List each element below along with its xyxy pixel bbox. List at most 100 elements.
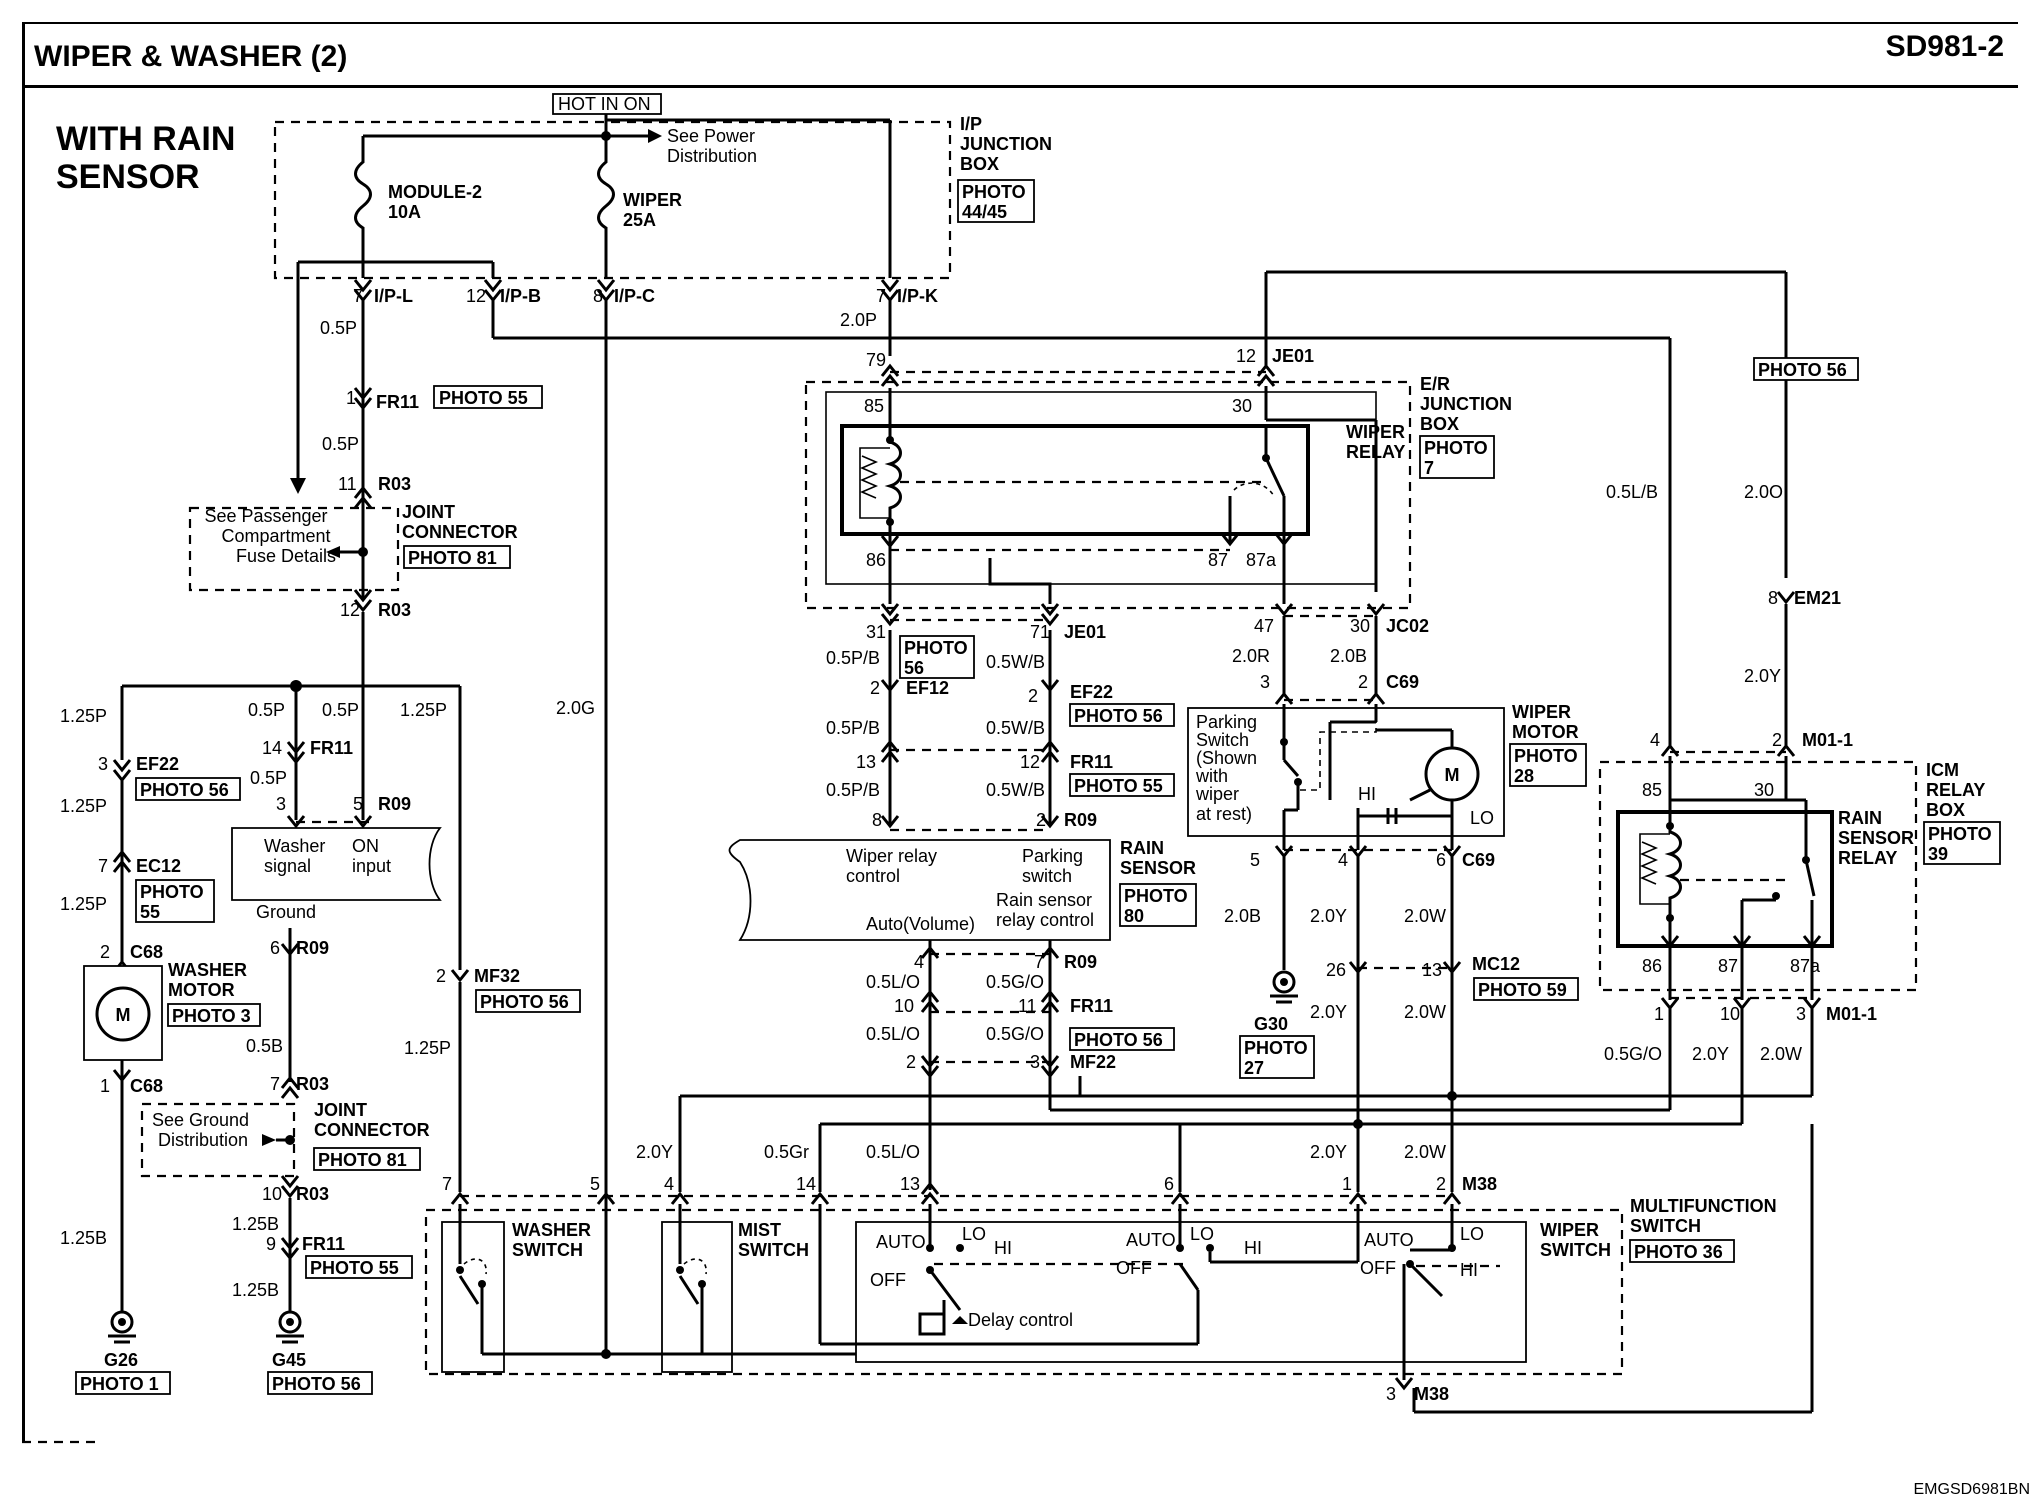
- svg-text:PHOTO: PHOTO: [1424, 438, 1488, 458]
- svg-text:7: 7: [1424, 458, 1434, 478]
- svg-text:12: 12: [1236, 346, 1256, 366]
- svg-text:Switch: Switch: [1196, 730, 1249, 750]
- fuse-module2-icon: [354, 152, 372, 238]
- svg-text:R03: R03: [378, 474, 411, 494]
- svg-text:0.5P: 0.5P: [320, 318, 357, 338]
- svg-text:RELAY: RELAY: [1838, 848, 1897, 868]
- ip-junction-box: HOT IN ON See Power Distribution MODULE-…: [273, 93, 1052, 494]
- fuse-wiper-icon: [597, 152, 615, 238]
- svg-text:27: 27: [1244, 1058, 1264, 1078]
- svg-text:0.5P: 0.5P: [322, 700, 359, 720]
- svg-text:MODULE-2: MODULE-2: [388, 182, 482, 202]
- svg-text:input: input: [352, 856, 391, 876]
- svg-text:I/P: I/P: [960, 114, 982, 134]
- svg-text:MF22: MF22: [1070, 1052, 1116, 1072]
- svg-text:WIPER: WIPER: [1346, 422, 1405, 442]
- svg-text:87a: 87a: [1790, 956, 1821, 976]
- svg-text:85: 85: [1642, 780, 1662, 800]
- svg-text:See Ground: See Ground: [152, 1110, 249, 1130]
- svg-text:3: 3: [98, 754, 108, 774]
- svg-text:JOINT: JOINT: [402, 502, 455, 522]
- svg-text:7: 7: [1034, 952, 1044, 972]
- svg-text:1: 1: [1342, 1174, 1352, 1194]
- svg-text:See Passenger: See Passenger: [204, 506, 327, 526]
- svg-text:1.25P: 1.25P: [400, 700, 447, 720]
- svg-text:See Power: See Power: [667, 126, 755, 146]
- svg-text:BOX: BOX: [1926, 800, 1965, 820]
- svg-text:0.5L/O: 0.5L/O: [866, 1024, 920, 1044]
- relay-to-rain-sensor: 31 71 JE01 PHOTO 56 0.5P/B 0.5W/B 2 EF12…: [826, 558, 1175, 832]
- svg-text:C68: C68: [130, 1076, 163, 1096]
- svg-text:C69: C69: [1462, 850, 1495, 870]
- svg-text:0.5W/B: 0.5W/B: [986, 718, 1045, 738]
- svg-text:MC12: MC12: [1472, 954, 1520, 974]
- svg-text:BOX: BOX: [1420, 414, 1459, 434]
- svg-text:12: 12: [340, 600, 360, 620]
- svg-text:R03: R03: [296, 1074, 329, 1094]
- svg-text:ICM: ICM: [1926, 760, 1959, 780]
- svg-text:WIPER: WIPER: [1512, 702, 1571, 722]
- delay-control-icon: [918, 1300, 946, 1336]
- subtitle-line-2: SENSOR: [56, 158, 200, 196]
- svg-text:OFF: OFF: [1116, 1258, 1152, 1278]
- svg-text:C69: C69: [1386, 672, 1419, 692]
- svg-text:R09: R09: [1064, 952, 1097, 972]
- svg-text:AUTO: AUTO: [1126, 1230, 1176, 1250]
- svg-text:0.5P: 0.5P: [250, 768, 287, 788]
- svg-text:1: 1: [1654, 1004, 1664, 1024]
- svg-text:EC12: EC12: [136, 856, 181, 876]
- svg-text:CONNECTOR: CONNECTOR: [402, 522, 518, 542]
- svg-text:3: 3: [1030, 1052, 1040, 1072]
- svg-text:MF32: MF32: [474, 966, 520, 986]
- svg-text:PHOTO 81: PHOTO 81: [408, 548, 497, 568]
- svg-text:1.25P: 1.25P: [404, 1038, 451, 1058]
- svg-text:1: 1: [346, 388, 356, 408]
- svg-text:LO: LO: [1460, 1224, 1484, 1244]
- svg-text:I/P-K: I/P-K: [897, 286, 938, 306]
- svg-text:JOINT: JOINT: [314, 1100, 367, 1120]
- switch-feed-lines: 2.0Y 0.5Gr 0.5L/O 2.0Y 2.0W: [636, 1076, 1814, 1414]
- svg-text:PHOTO 59: PHOTO 59: [1478, 980, 1567, 1000]
- icm-relay-box: PHOTO 56 PHOTO 56 8 EM21 2.0Y 4 2 M01-1 …: [1598, 357, 2001, 1064]
- svg-text:C68: C68: [130, 942, 163, 962]
- svg-text:WASHER: WASHER: [512, 1220, 591, 1240]
- svg-text:JUNCTION: JUNCTION: [1420, 394, 1512, 414]
- svg-text:PHOTO 55: PHOTO 55: [439, 388, 528, 408]
- svg-text:6: 6: [1436, 850, 1446, 870]
- svg-text:OFF: OFF: [870, 1270, 906, 1290]
- svg-text:30: 30: [1232, 396, 1252, 416]
- svg-text:2.0Y: 2.0Y: [1744, 666, 1781, 686]
- svg-text:JC02: JC02: [1386, 616, 1429, 636]
- svg-text:Washer: Washer: [264, 836, 325, 856]
- svg-text:FR11: FR11: [1070, 996, 1113, 1016]
- svg-text:with: with: [1195, 766, 1228, 786]
- svg-text:PHOTO 56: PHOTO 56: [1074, 706, 1163, 726]
- washer-switch-feed: 2 MF32 PHOTO 56 1.25P 2.0G: [404, 300, 608, 1354]
- svg-text:13: 13: [856, 752, 876, 772]
- svg-text:Auto(Volume): Auto(Volume): [866, 914, 975, 934]
- svg-text:0.5G/O: 0.5G/O: [986, 972, 1044, 992]
- svg-text:2: 2: [1036, 810, 1046, 830]
- rain-sensor: Wiper relay control Parking switch Auto(…: [728, 838, 1197, 941]
- svg-text:6: 6: [270, 938, 280, 958]
- svg-text:0.5W/B: 0.5W/B: [986, 652, 1045, 672]
- svg-text:PHOTO 56: PHOTO 56: [272, 1374, 361, 1394]
- svg-text:3: 3: [276, 794, 286, 814]
- svg-text:47: 47: [1254, 616, 1274, 636]
- svg-text:1.25P: 1.25P: [60, 894, 107, 914]
- svg-text:SWITCH: SWITCH: [512, 1240, 583, 1260]
- svg-text:LO: LO: [1190, 1224, 1214, 1244]
- svg-text:Delay control: Delay control: [968, 1310, 1073, 1330]
- wiper-relay-box: [840, 424, 1310, 536]
- svg-text:PHOTO 56: PHOTO 56: [1758, 360, 1847, 380]
- svg-text:CONNECTOR: CONNECTOR: [314, 1120, 430, 1140]
- svg-text:0.5P: 0.5P: [322, 434, 359, 454]
- svg-text:MOTOR: MOTOR: [168, 980, 235, 1000]
- svg-text:31: 31: [866, 622, 886, 642]
- svg-text:2: 2: [1436, 1174, 1446, 1194]
- svg-text:2.0B: 2.0B: [1224, 906, 1261, 926]
- svg-text:PHOTO: PHOTO: [904, 638, 968, 658]
- rain-sensor-relay-box: [1616, 810, 1834, 948]
- svg-text:PHOTO 3: PHOTO 3: [172, 1006, 251, 1026]
- svg-text:R09: R09: [296, 938, 329, 958]
